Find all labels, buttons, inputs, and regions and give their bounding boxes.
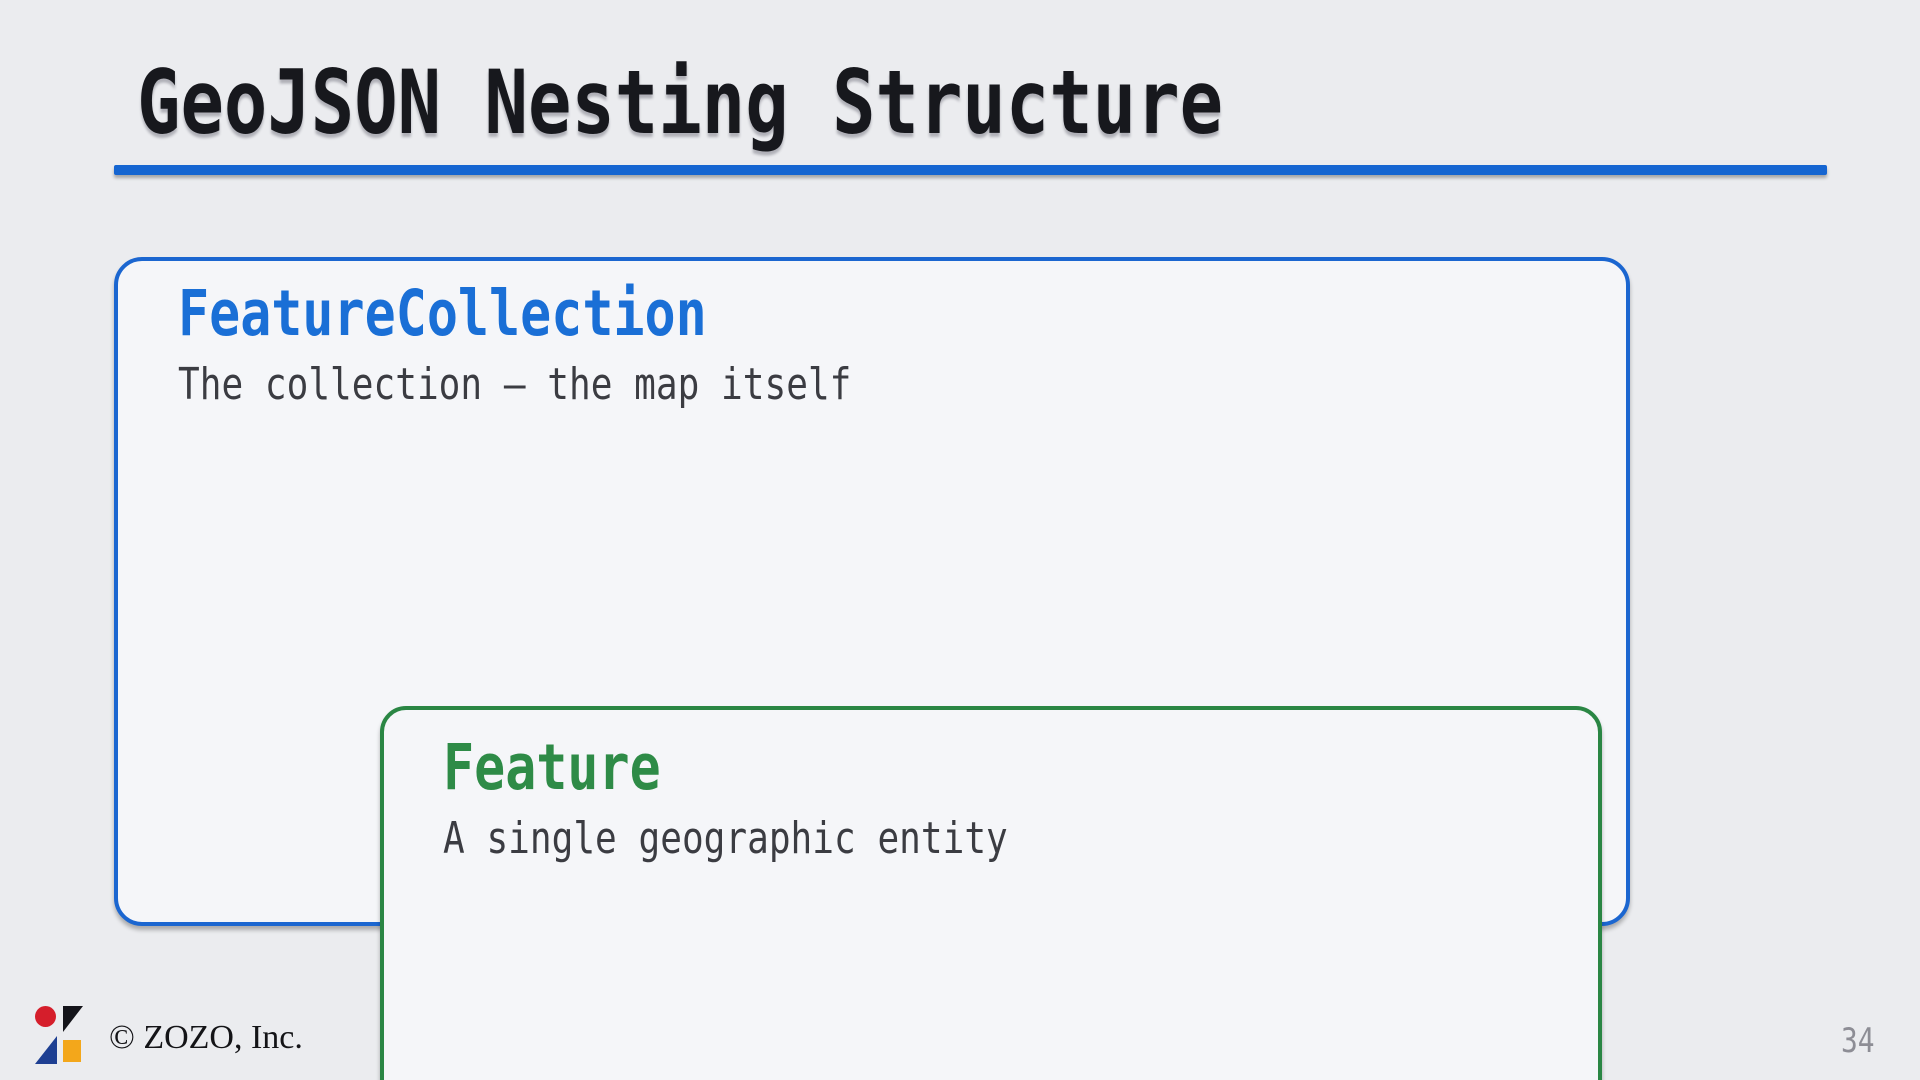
page-title-text: GeoJSON Nesting Structure: [137, 51, 1224, 154]
box-feature-description: A single geographic entity: [443, 813, 1008, 864]
box-feature-collection-label: FeatureCollection: [178, 277, 707, 350]
logo-blue-triangle-shape: [35, 1036, 57, 1064]
page-number: 34: [1841, 1021, 1875, 1061]
box-feature-collection: FeatureCollection The collection — the m…: [114, 257, 1630, 1080]
page-title: GeoJSON Nesting Structure: [137, 59, 1462, 147]
copyright-text: © ZOZO, Inc.: [109, 1019, 303, 1056]
logo-red-circle-shape: [35, 1006, 56, 1027]
zozo-logo-icon: [35, 1006, 85, 1064]
box-feature-label: Feature: [443, 731, 661, 804]
logo-yellow-square-shape: [63, 1040, 81, 1062]
logo-black-triangle-shape: [63, 1006, 83, 1032]
box-feature-collection-description: The collection — the map itself: [178, 359, 852, 410]
footer: © ZOZO, Inc.: [35, 1006, 303, 1064]
box-feature: Feature A single geographic entity Geome…: [380, 706, 1602, 1080]
title-underline: [114, 165, 1827, 175]
